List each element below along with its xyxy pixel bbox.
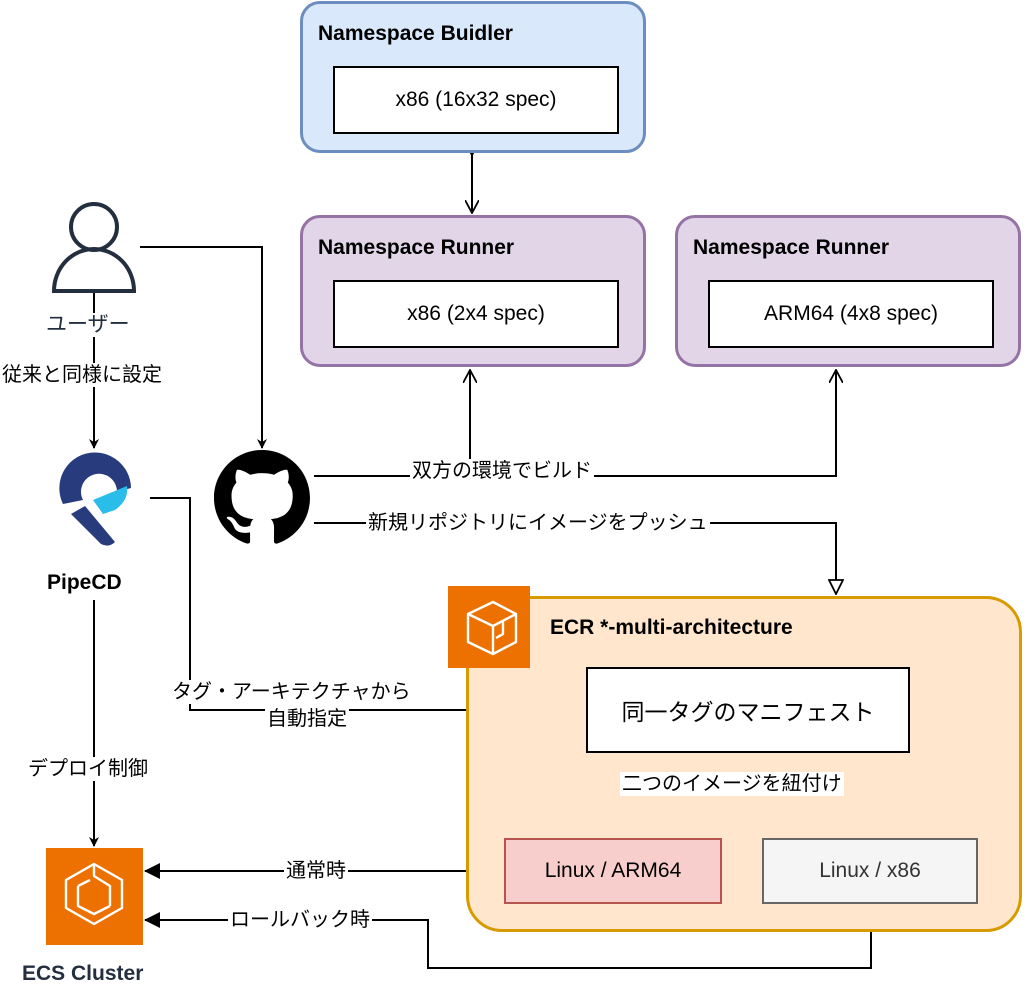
namespace-runner-arm-group: Namespace Runner ARM64 (4x8 spec) bbox=[675, 215, 1021, 367]
runner-x86-title: Namespace Runner bbox=[318, 236, 515, 259]
namespace-builder-group: Namespace Buidler x86 (16x32 spec) bbox=[300, 1, 646, 153]
github-icon bbox=[214, 450, 310, 546]
user-icon bbox=[48, 197, 140, 293]
pipecd-label: PipeCD bbox=[47, 571, 122, 594]
pipecd-logo-icon bbox=[55, 448, 135, 548]
runner-arm-title: Namespace Runner bbox=[693, 236, 890, 259]
user-label: ユーザー bbox=[44, 313, 132, 337]
edge-label-normal: 通常時 bbox=[284, 859, 348, 883]
ecr-title: ECR *-multi-architecture bbox=[550, 616, 793, 639]
ecs-icon bbox=[46, 848, 143, 945]
manifest-box: 同一タグのマニフェスト bbox=[586, 667, 910, 753]
builder-title: Namespace Buidler bbox=[318, 22, 513, 45]
image-linux-arm64: Linux / ARM64 bbox=[504, 838, 722, 904]
edge-label-push: 新規リポジトリにイメージをプッシュ bbox=[366, 511, 710, 535]
edge-label-auto-line2: 自動指定 bbox=[265, 707, 349, 731]
image-linux-x86: Linux / x86 bbox=[762, 838, 978, 904]
edge-pipecd-manifest bbox=[150, 497, 585, 715]
ecs-label: ECS Cluster bbox=[22, 962, 144, 985]
edge-label-auto-line1: タグ・アーキテクチャから bbox=[170, 680, 413, 704]
edge-label-user-pipecd: 従来と同様に設定 bbox=[0, 363, 164, 387]
ecr-icon bbox=[448, 586, 530, 668]
runner-arm-spec: ARM64 (4x8 spec) bbox=[708, 280, 994, 348]
builder-spec: x86 (16x32 spec) bbox=[333, 66, 619, 134]
edge-label-build: 双方の環境でビルド bbox=[410, 459, 594, 483]
edge-label-deploy: デプロイ制御 bbox=[26, 757, 150, 781]
runner-x86-spec: x86 (2x4 spec) bbox=[333, 280, 619, 348]
edge-label-rollback: ロールバック時 bbox=[228, 908, 372, 932]
namespace-runner-x86-group: Namespace Runner x86 (2x4 spec) bbox=[300, 215, 646, 367]
edge-label-manifest-link: 二つのイメージを紐付け bbox=[620, 772, 844, 796]
edge-user-github bbox=[140, 246, 267, 449]
